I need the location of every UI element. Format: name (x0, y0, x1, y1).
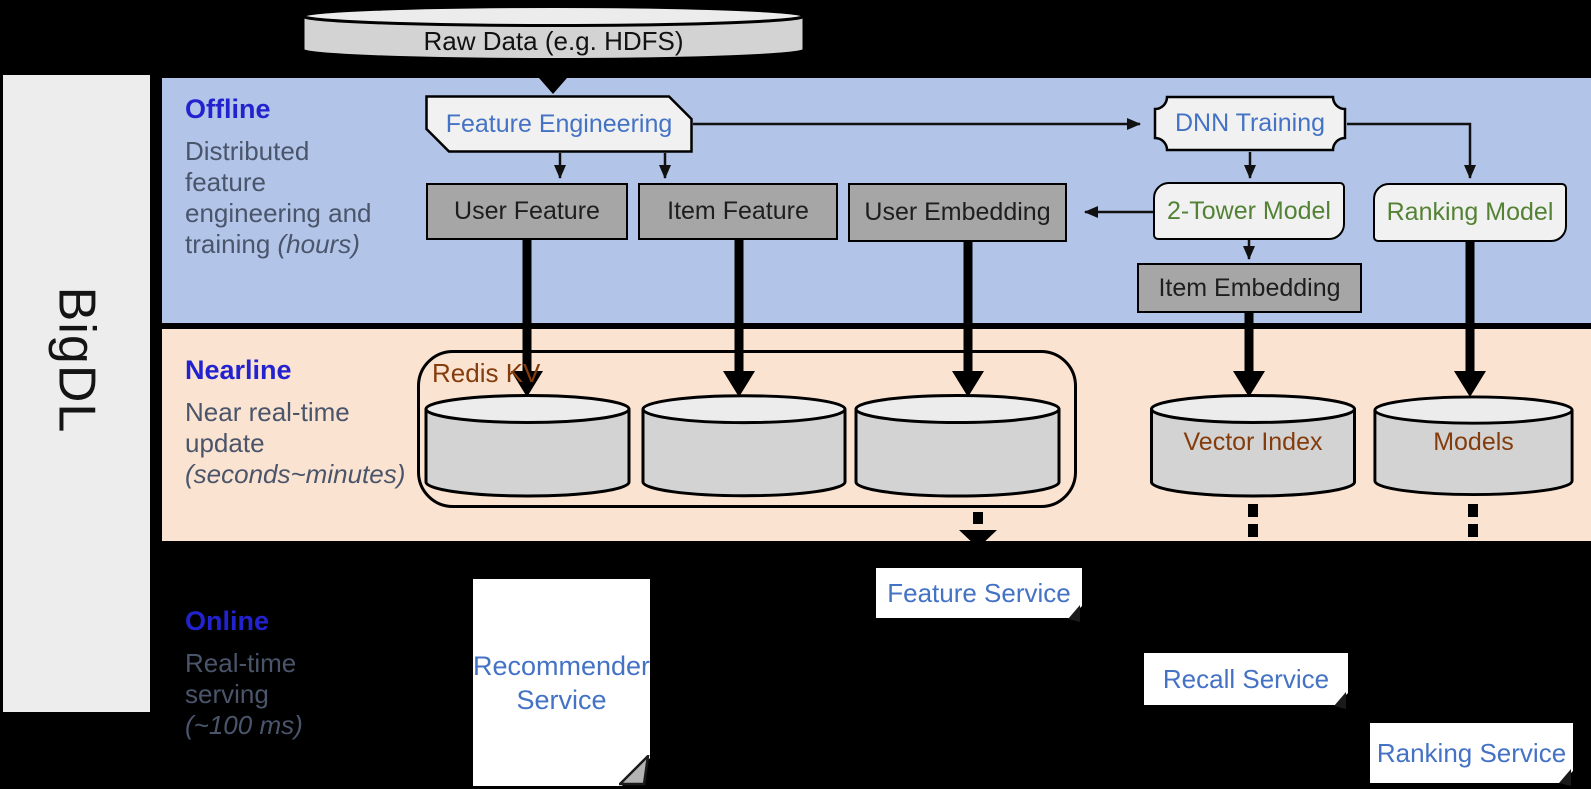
models-cylinder (1372, 393, 1575, 499)
dnn-training-box: DNN Training (1153, 95, 1347, 152)
feature-engineering-label: Feature Engineering (445, 109, 673, 138)
nearline-section-label: Nearline Near real-time update (seconds~… (185, 355, 405, 490)
arrow-rankingmodel-to-models (1454, 242, 1486, 397)
arrow-userfeature-to-redis (511, 240, 543, 397)
item-embedding-box: Item Embedding (1137, 263, 1362, 313)
recommender-service-label: Recommender Service (472, 650, 651, 715)
ranking-service-box: Ranking Service (1370, 723, 1573, 783)
redis-kv-container (417, 350, 1077, 508)
raw-data-cylinder: Raw Data (e.g. HDFS) (300, 4, 807, 62)
bevel-shape (425, 95, 693, 153)
nearline-description: Near real-time update (seconds~minutes) (185, 397, 406, 489)
vector-index-cylinder (1148, 393, 1358, 499)
dashed-arrow-redis-to-featureservice (959, 512, 997, 548)
models-label: Models (1433, 428, 1514, 456)
recall-service-box: Recall Service (1144, 653, 1348, 705)
item-feature-box: Item Feature (638, 183, 838, 240)
plaque-shape (1153, 95, 1347, 152)
user-feature-label: User Feature (454, 197, 600, 225)
user-embedding-label: User Embedding (864, 198, 1051, 226)
redis-cylinder-3 (853, 393, 1062, 499)
redis-cylinder-1 (423, 393, 632, 499)
arrow-itemembedding-to-vectorindex (1233, 313, 1265, 397)
online-description: Real-time serving (~100 ms) (185, 648, 303, 740)
feature-engineering-box: Feature Engineering (425, 95, 693, 153)
redis-cylinder-2 (640, 393, 848, 499)
recommender-doc-fold-icon (619, 755, 650, 786)
cylinder-shape (301, 5, 806, 61)
nearline-title: Nearline (185, 355, 292, 385)
redis-kv-label: Redis KV (432, 358, 541, 388)
two-tower-model-label: 2-Tower Model (1167, 196, 1331, 225)
arrow-itemfeature-to-redis (723, 240, 755, 397)
online-title: Online (185, 606, 270, 636)
recall-service-label: Recall Service (1162, 663, 1330, 694)
arrow-dnn-to-rankingmodel (1347, 122, 1476, 179)
dashed-link-vectorindex-to-recallservice (1248, 504, 1258, 537)
online-section-label: Online Real-time serving (~100 ms) (185, 606, 303, 741)
user-feature-box: User Feature (426, 183, 628, 240)
dnn-training-label: DNN Training (1174, 109, 1326, 137)
arrow-rawdata-to-fe (539, 62, 567, 94)
ranking-model-box: Ranking Model (1373, 183, 1567, 242)
two-tower-model-box: 2-Tower Model (1153, 182, 1345, 240)
offline-description: Distributed feature engineering and trai… (185, 136, 372, 259)
feature-service-label: Feature Service (887, 577, 1071, 608)
arrow-userembedding-to-redis (952, 242, 984, 397)
ranking-service-label: Ranking Service (1376, 737, 1567, 768)
vector-index-label: Vector Index (1183, 428, 1323, 456)
ranking-model-label: Ranking Model (1386, 198, 1554, 226)
bigdl-sidebar: BigDL (3, 75, 150, 712)
offline-title: Offline (185, 94, 271, 124)
feature-service-box: Feature Service (876, 568, 1082, 618)
item-feature-label: Item Feature (667, 197, 809, 225)
item-embedding-label: Item Embedding (1158, 273, 1341, 302)
ranking-service-fold-icon (1559, 769, 1571, 786)
user-embedding-box: User Embedding (848, 183, 1067, 242)
recall-service-fold-icon (1334, 692, 1346, 709)
feature-service-fold-icon (1068, 605, 1080, 622)
raw-data-label: Raw Data (e.g. HDFS) (423, 25, 684, 56)
offline-section-label: Offline Distributed feature engineering … (185, 94, 372, 260)
dashed-link-models-to-rankingservice (1468, 504, 1478, 537)
recommender-service-doc: Recommender Service (473, 579, 650, 786)
